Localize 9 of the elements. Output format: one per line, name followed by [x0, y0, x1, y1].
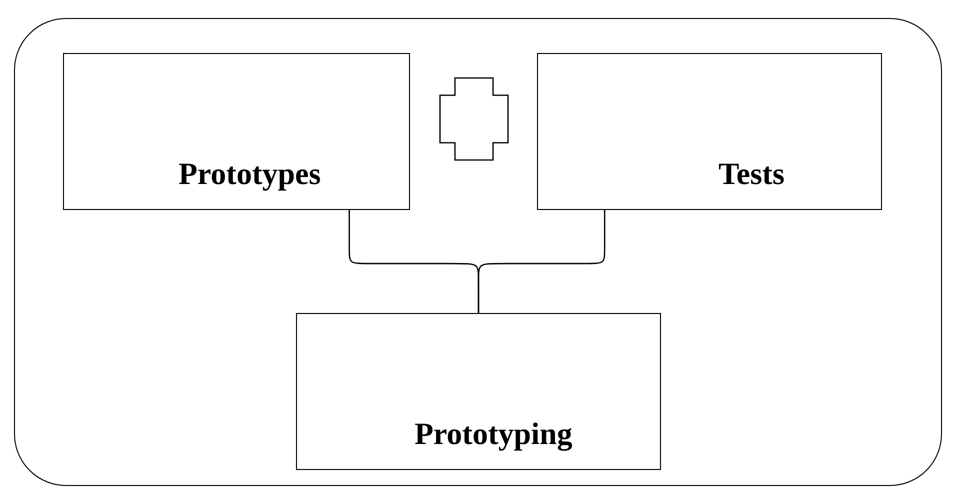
- process-box: [296, 312, 660, 470]
- double-block-arrow-icon: [440, 78, 508, 160]
- process-box: [536, 52, 882, 210]
- box-label: Prototyping: [414, 416, 572, 452]
- connector: [478, 210, 606, 313]
- process-box: [62, 52, 410, 210]
- box-label: Tests: [718, 156, 785, 192]
- box-label: Prototypes: [178, 156, 321, 192]
- frame-panel: [14, 18, 942, 486]
